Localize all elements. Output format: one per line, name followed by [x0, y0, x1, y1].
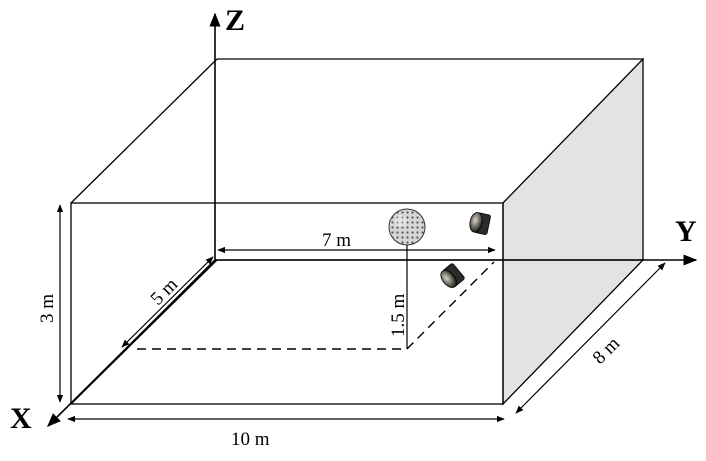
loudspeaker-icon: [440, 263, 465, 288]
source-x-dimension: [121, 256, 214, 348]
height-label: 3 m: [37, 294, 58, 323]
spherical-sound-source-icon: [388, 208, 426, 246]
source-y-label: 7 m: [322, 230, 351, 251]
z-axis-label: Z: [225, 4, 245, 37]
loudspeaker-icon: [469, 212, 491, 235]
depth-dimension: [515, 262, 666, 414]
room-box: [70, 58, 643, 405]
source-x-label: 5 m: [147, 274, 183, 310]
right-wall: [502, 57, 644, 406]
x-axis-label: X: [10, 402, 32, 435]
y-axis-label: Y: [675, 215, 697, 248]
depth-label: 8 m: [589, 333, 625, 369]
projection-lines: [137, 261, 495, 350]
source-z-label: 1.5 m: [388, 294, 409, 338]
x-axis: [47, 259, 216, 427]
width-label: 10 m: [231, 429, 270, 450]
